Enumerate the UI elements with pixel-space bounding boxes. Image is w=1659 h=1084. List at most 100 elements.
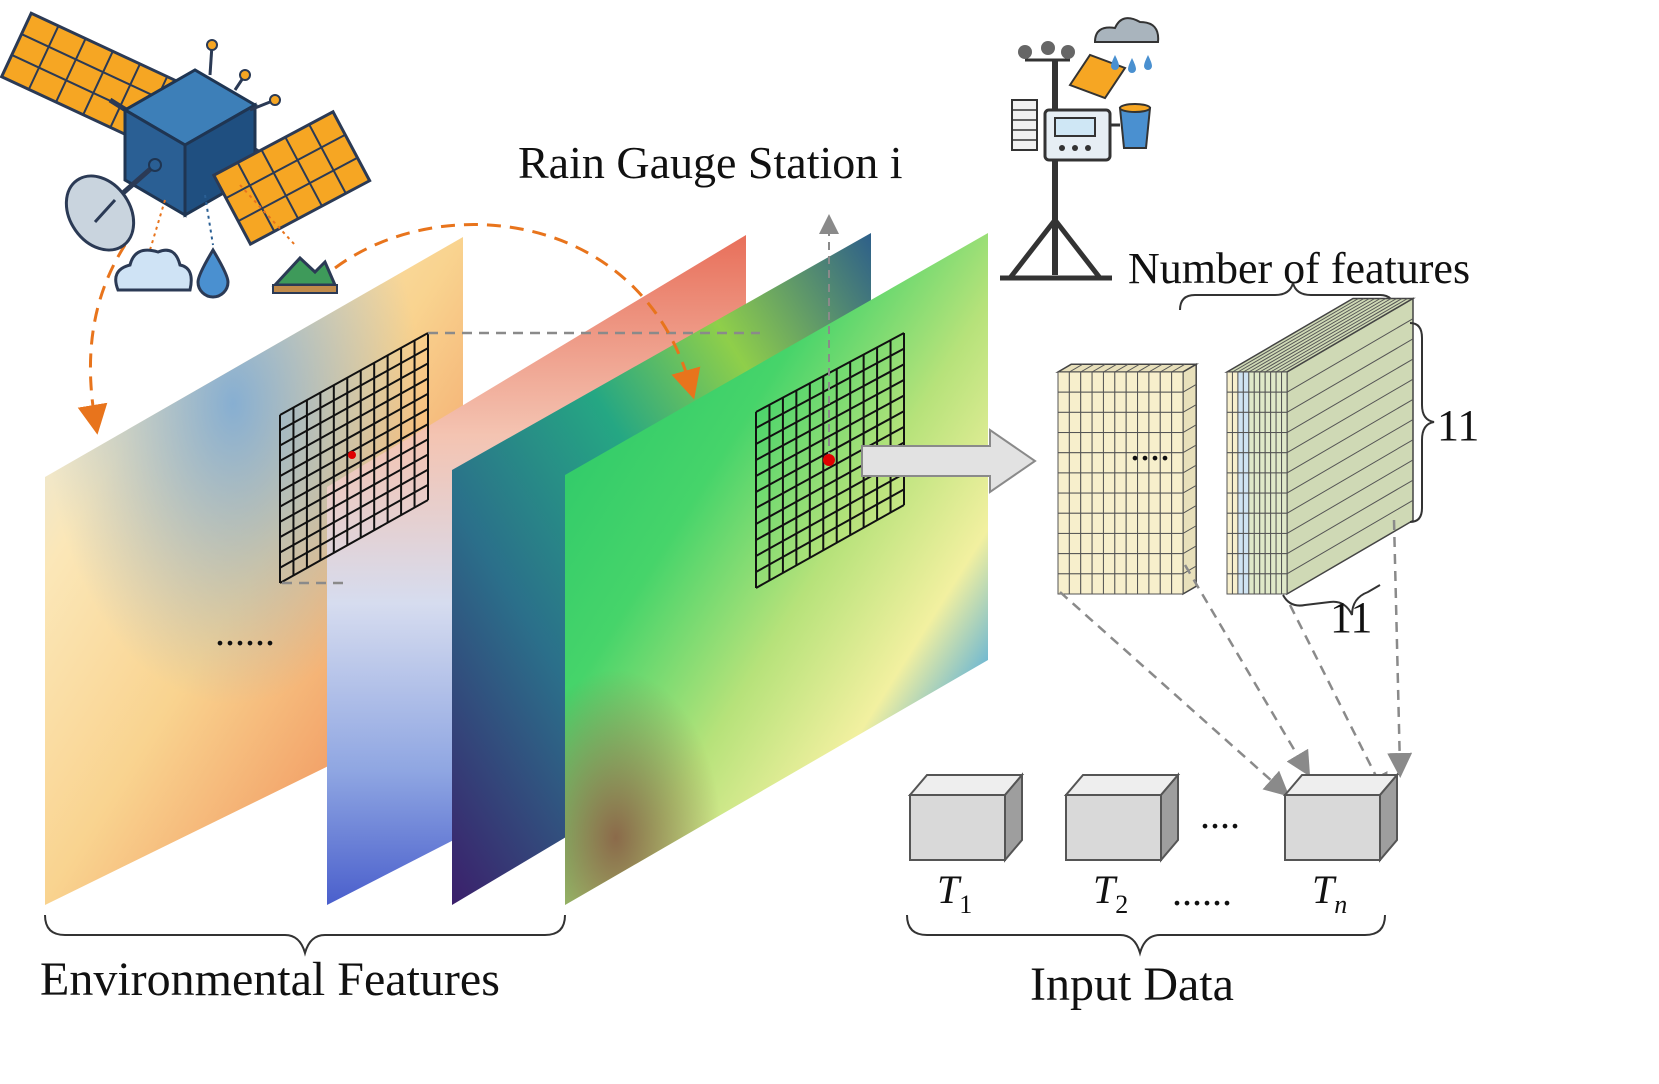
feature-cell	[1253, 432, 1261, 454]
feature-cell	[1281, 573, 1288, 595]
feature-cell	[1080, 532, 1093, 555]
feature-cell	[1091, 411, 1104, 434]
grid-width-label: 11	[1330, 593, 1372, 642]
feature-cell	[1102, 432, 1116, 454]
feature-cell	[1270, 411, 1277, 434]
dash-arrow-1	[1059, 591, 1290, 797]
ellipsis-grids: ....	[1130, 424, 1170, 469]
slab-line	[1160, 363, 1174, 373]
feature-cell	[1226, 452, 1233, 474]
feature-cell	[1159, 492, 1173, 514]
feature-cell	[1231, 371, 1239, 393]
feature-cell	[1237, 472, 1244, 494]
feature-cell	[1080, 411, 1093, 434]
feature-cell	[1091, 432, 1104, 454]
cloud-icon	[114, 248, 193, 292]
num-features-label: Number of features	[1128, 244, 1470, 293]
grid-line	[755, 379, 905, 461]
feature-cell	[1237, 573, 1244, 595]
grid-line	[279, 377, 429, 462]
input-data-brace	[906, 914, 1386, 957]
slab-line	[1080, 363, 1095, 373]
slab-line	[1286, 378, 1414, 454]
feature-cell	[1068, 452, 1082, 474]
grid-line	[755, 410, 905, 493]
feature-cell	[1242, 432, 1250, 454]
feature-cell	[1231, 573, 1239, 595]
slab-line	[1182, 444, 1197, 454]
slab-line	[1125, 363, 1140, 373]
num-features-brace	[1179, 282, 1395, 311]
feature-cell	[1248, 553, 1255, 575]
feature-cell	[1242, 472, 1250, 494]
feature-cell	[1057, 411, 1070, 434]
feature-cell	[1057, 371, 1070, 393]
timestep-cube-n	[1282, 772, 1400, 863]
feature-cell	[1068, 532, 1082, 555]
feature-cell	[1264, 492, 1272, 514]
grid-line	[755, 363, 905, 445]
feature-cell	[1125, 391, 1139, 413]
feature-cell	[1264, 371, 1272, 393]
feature-cell	[1281, 532, 1288, 555]
feature-cell	[1159, 532, 1173, 555]
grid-line	[279, 362, 429, 447]
feature-cell	[1080, 553, 1093, 575]
feature-cell	[1171, 411, 1184, 434]
feature-cell	[1171, 573, 1184, 595]
feature-cell	[1159, 472, 1173, 494]
feature-cell	[1057, 553, 1070, 575]
feature-cell	[1270, 532, 1277, 555]
feature-cell	[1259, 432, 1266, 454]
feature-cell	[1102, 532, 1116, 555]
station-label: Rain Gauge Station i	[518, 137, 903, 188]
grid-line	[279, 438, 429, 523]
feature-cell	[1275, 573, 1283, 595]
env-features-label: Environmental Features	[40, 953, 500, 1006]
feature-cell	[1057, 452, 1070, 474]
feature-cell	[1253, 492, 1261, 514]
env-features-brace	[44, 914, 566, 957]
input-data-label: Input Data	[1030, 958, 1234, 1011]
slab-line	[1286, 358, 1414, 433]
feature-cell	[1248, 411, 1255, 434]
feature-cell	[1231, 391, 1239, 413]
feature-cell	[1237, 532, 1244, 555]
feature-cell	[1242, 371, 1250, 393]
feature-cell	[1137, 371, 1150, 393]
slab-line	[1254, 298, 1381, 373]
feature-cell	[1114, 532, 1127, 555]
feature-cell	[1253, 452, 1261, 474]
feature-cell	[1253, 512, 1261, 534]
feature-cell	[1091, 492, 1104, 514]
feature-cell	[1281, 512, 1288, 534]
feature-cell	[1237, 512, 1244, 534]
feature-cell	[1080, 512, 1093, 534]
feature-cell	[1237, 492, 1244, 514]
feature-cell	[1114, 492, 1127, 514]
feature-cell	[1253, 532, 1261, 555]
slab-line	[1264, 298, 1392, 373]
grid-line	[279, 408, 429, 493]
dash-arrow-3	[1288, 604, 1388, 799]
slab-line	[1114, 363, 1129, 373]
feature-cell	[1171, 452, 1184, 474]
slab-line	[1182, 484, 1197, 494]
feature-cell	[1275, 532, 1283, 555]
feature-cell	[1226, 553, 1233, 575]
feature-cell	[1231, 432, 1239, 454]
feature-cell	[1231, 553, 1239, 575]
feature-cell	[1171, 472, 1184, 494]
feature-cell	[1242, 553, 1250, 575]
grid-line	[279, 453, 429, 539]
feature-cell	[1114, 472, 1127, 494]
weather-station-icon	[1000, 17, 1160, 281]
feature-cell	[1248, 472, 1255, 494]
feature-cell	[1248, 532, 1255, 555]
flow-arrow	[861, 428, 1037, 494]
feature-cell	[1159, 512, 1173, 534]
feature-cell	[1248, 573, 1255, 595]
ellipsis-timesteps: ......	[1172, 869, 1232, 914]
height-brace	[1409, 322, 1435, 523]
